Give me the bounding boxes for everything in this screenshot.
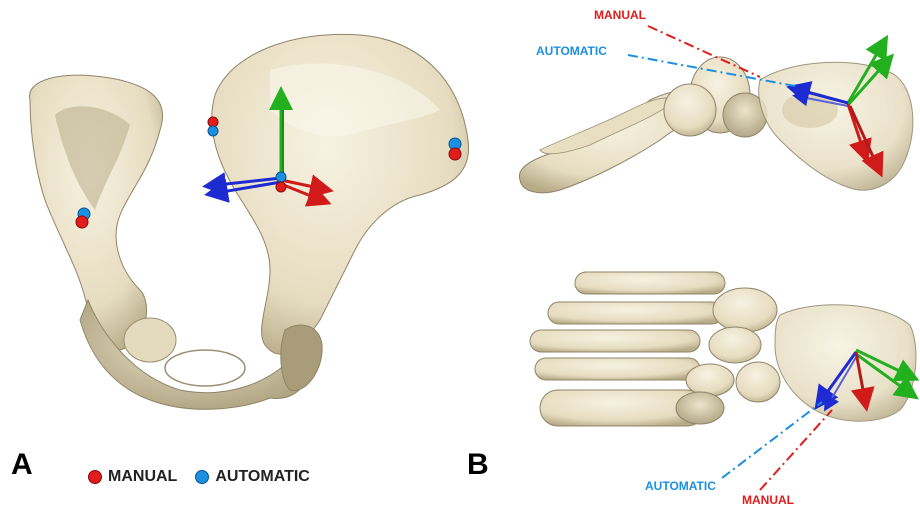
- legend-item-automatic: AUTOMATIC: [195, 468, 310, 486]
- panel-label-a: A: [11, 448, 33, 482]
- legend-label-automatic: AUTOMATIC: [215, 468, 310, 486]
- callout-lines-bottom: [722, 402, 832, 490]
- manual-dot-icon: [88, 470, 102, 484]
- callout-manual-top: MANUAL: [594, 8, 646, 22]
- callout-automatic-bottom: AUTOMATIC: [645, 479, 716, 493]
- legend: MANUAL AUTOMATIC: [88, 468, 328, 486]
- automatic-dot-icon: [195, 470, 209, 484]
- pelvis-3d-model: [30, 34, 469, 409]
- panel-label-b: B: [467, 448, 489, 482]
- callout-manual-bottom: MANUAL: [742, 493, 794, 507]
- legend-item-manual: MANUAL: [88, 468, 177, 486]
- foot-3d-model: [530, 272, 916, 426]
- callout-automatic-top: AUTOMATIC: [536, 44, 607, 58]
- legend-label-manual: MANUAL: [108, 468, 177, 486]
